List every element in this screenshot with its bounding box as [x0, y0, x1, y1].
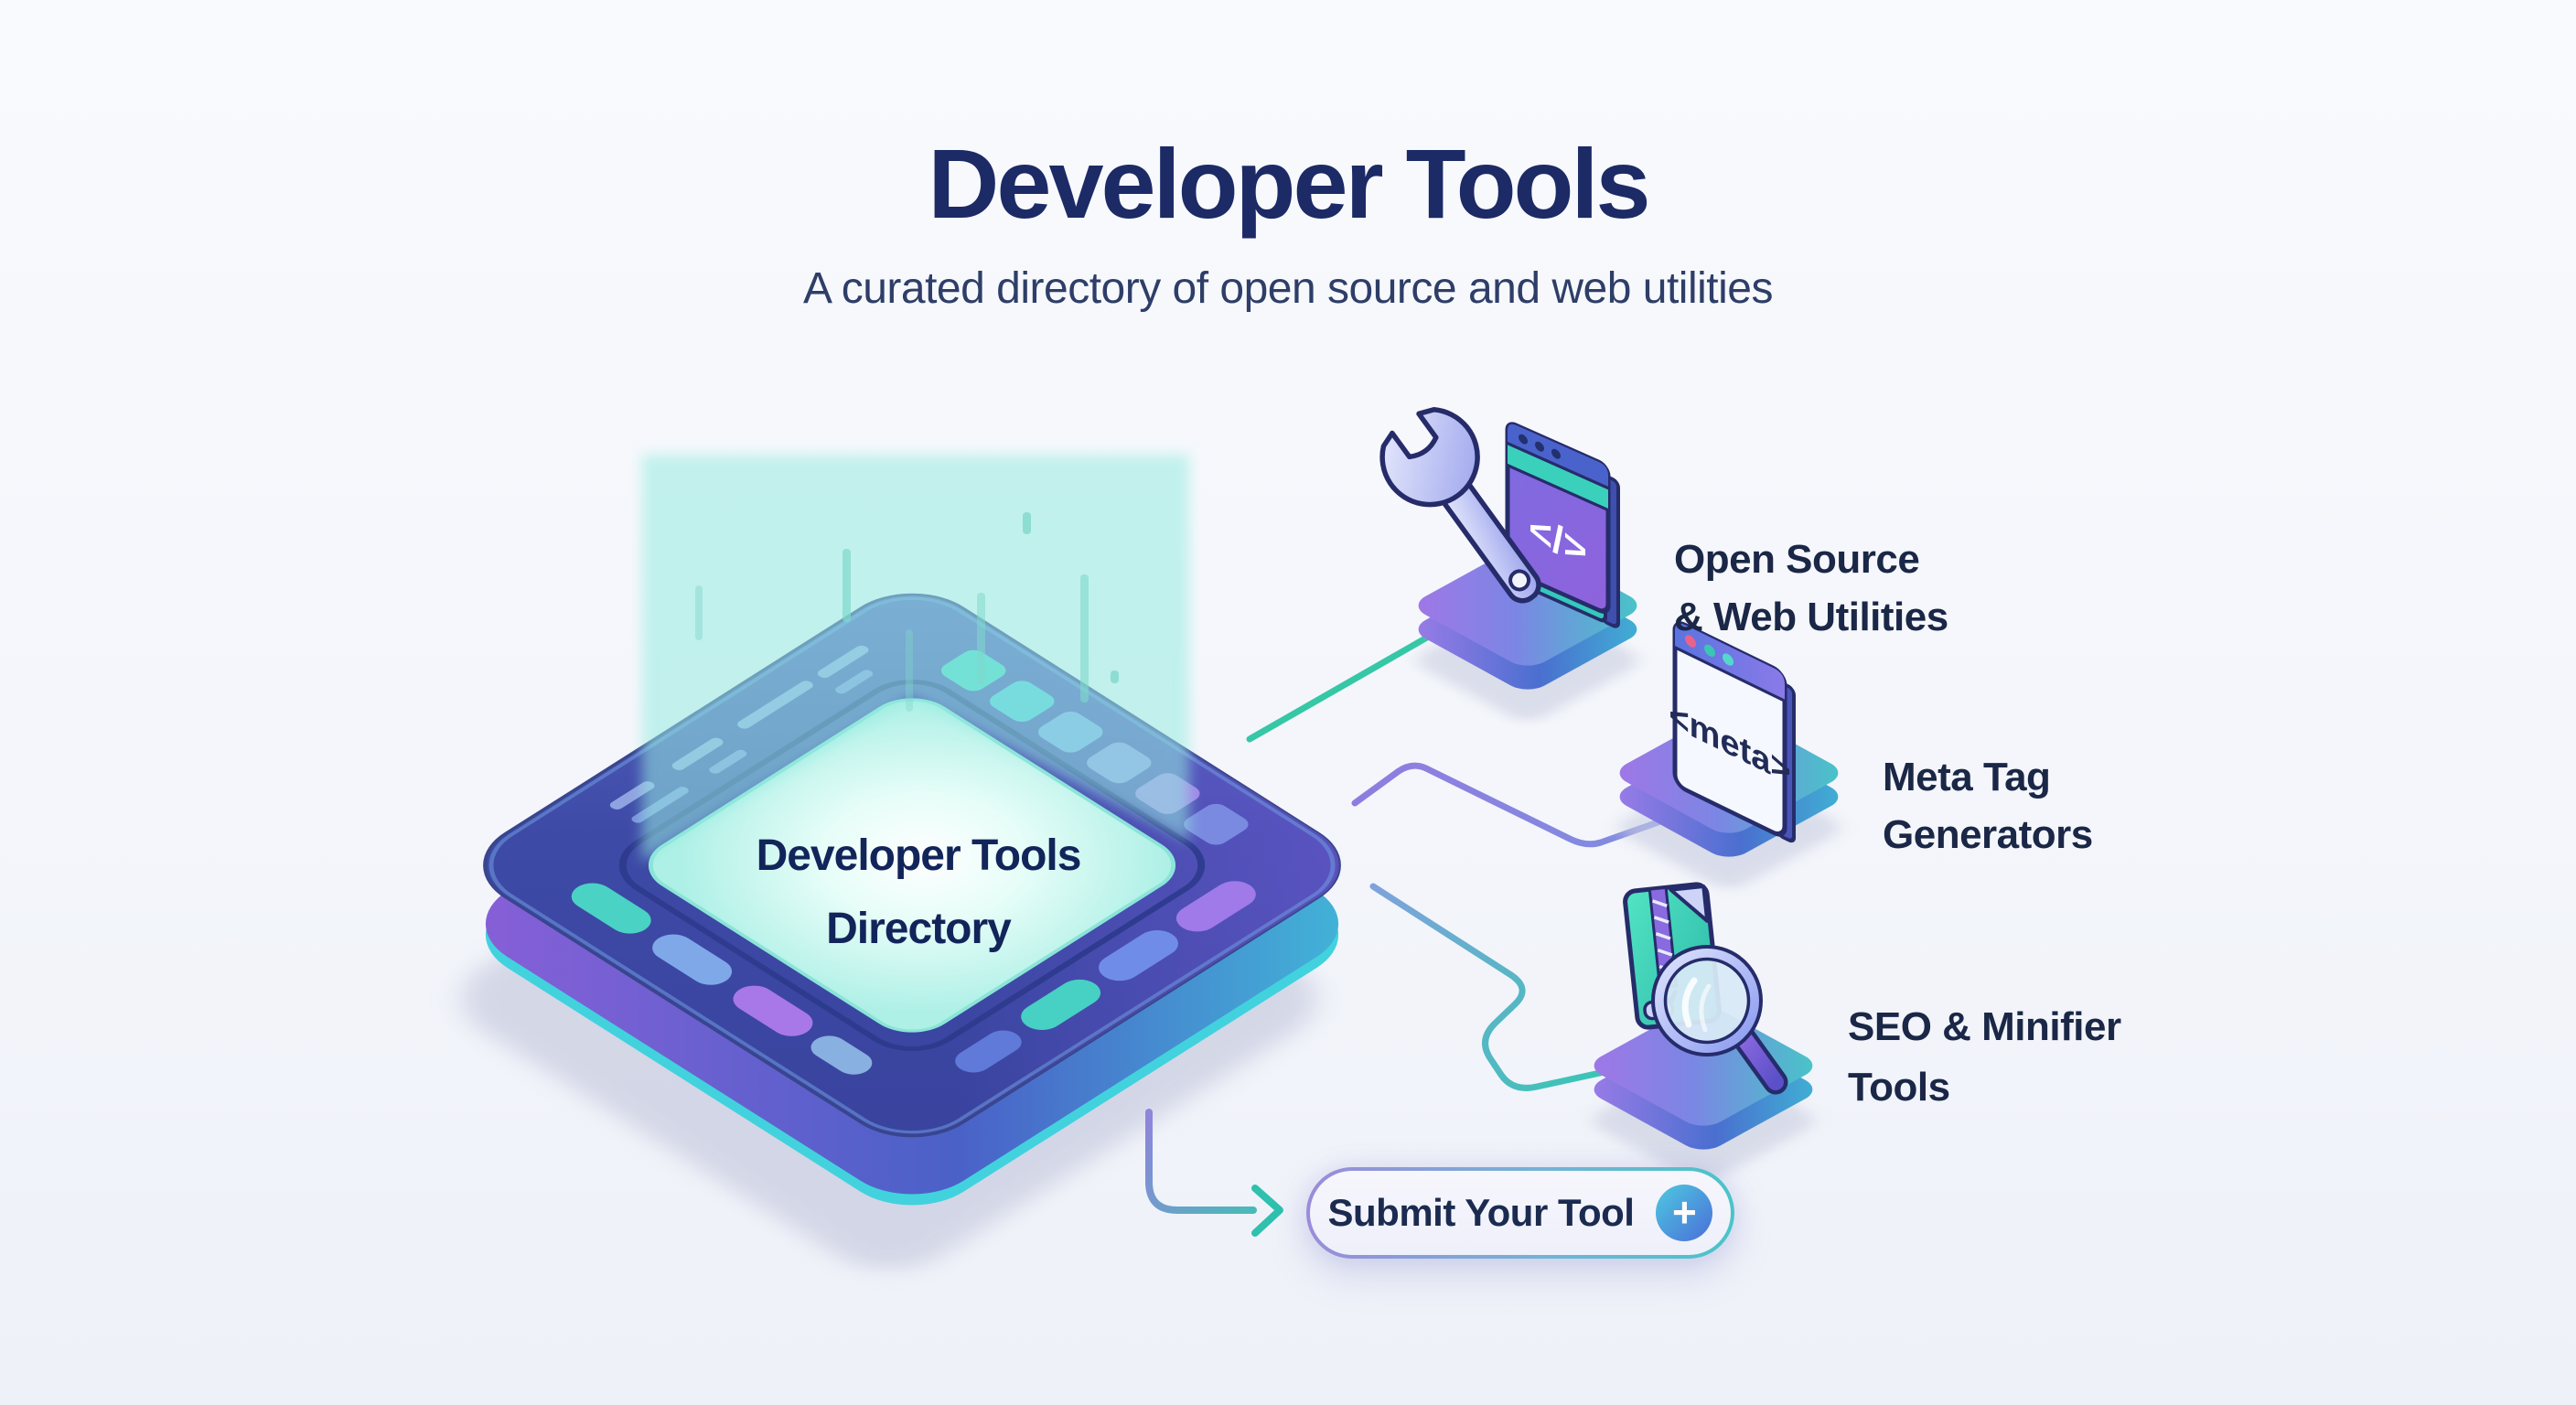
- label-line: Meta Tag: [1883, 755, 2051, 799]
- platform-seo-minifier: [1594, 1005, 1813, 1126]
- page-subtitle: A curated directory of open source and w…: [803, 264, 1773, 313]
- chip-pins-lower-left: [571, 883, 873, 1075]
- node-meta-tag-generators: <meta>: [1619, 621, 1839, 888]
- hologram-streaks: [695, 512, 1119, 712]
- connector-seo-minifier: [1369, 883, 1625, 1091]
- connector-meta-tag: [1351, 762, 1667, 848]
- chip-label-line1: Developer Tools: [756, 831, 1082, 880]
- chip-pins-lower-right: [955, 881, 1256, 1073]
- label-meta-tag-generators: Meta Tag Generators: [1883, 748, 2093, 863]
- page-title: Developer Tools: [928, 128, 1650, 239]
- meta-tag-window-icon: <meta>: [1669, 621, 1796, 843]
- submit-arrow: [1145, 1109, 1283, 1237]
- label-line: SEO & Minifier: [1848, 1004, 2121, 1049]
- node-open-source-web-utilities: </>: [1379, 407, 1637, 721]
- chip-illustration: [462, 455, 1341, 1270]
- chip-label: Developer Tools Directory: [688, 820, 1149, 966]
- node-seo-minifier-tools: [1594, 882, 1813, 1181]
- label-line: Open Source: [1674, 537, 1920, 582]
- arrowhead-icon: [1251, 1185, 1283, 1237]
- label-line: Tools: [1848, 1065, 1950, 1110]
- label-line: Generators: [1883, 812, 2093, 857]
- submit-tool-button[interactable]: Submit Your Tool +: [1306, 1167, 1734, 1259]
- code-window-icon: </>: [1505, 422, 1620, 628]
- plus-icon: +: [1656, 1185, 1713, 1241]
- chip-hologram: [642, 455, 1189, 862]
- label-seo-minifier-tools: SEO & Minifier Tools: [1848, 997, 2121, 1118]
- wrench-icon: [1379, 407, 1541, 604]
- label-open-source-web-utilities: Open Source & Web Utilities: [1674, 531, 1948, 646]
- chip-label-line2: Directory: [826, 905, 1012, 953]
- label-line: & Web Utilities: [1674, 595, 1948, 639]
- magnifier-icon: [1651, 945, 1788, 1095]
- submit-button-label: Submit Your Tool: [1327, 1191, 1635, 1234]
